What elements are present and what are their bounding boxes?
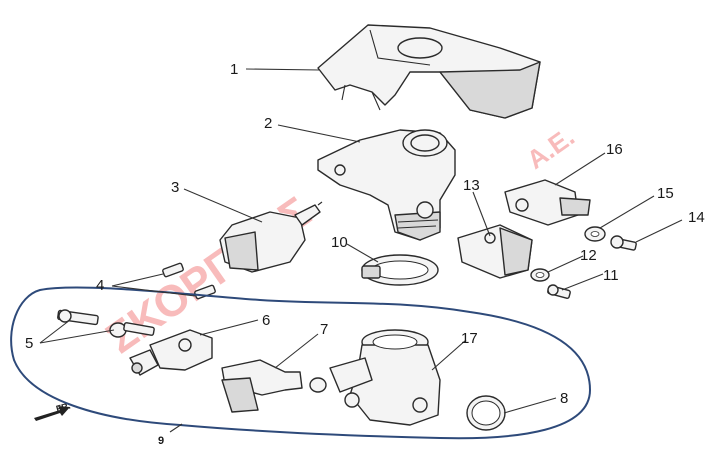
callout-numbers: 1 2 3 4 5 6 7 8 9 10 11 12 13 14 15 16 1… [25, 61, 705, 447]
part-9-group-outline [10, 286, 592, 440]
watermark-ae: Α.Ε. [521, 121, 580, 175]
callout-15: 15 [657, 185, 674, 202]
part-5-screw-washer [57, 309, 155, 338]
callout-16: 16 [606, 141, 623, 158]
callout-7: 7 [320, 321, 328, 338]
callout-6: 6 [262, 312, 270, 329]
callout-14: 14 [688, 209, 705, 226]
part-15-washer [584, 226, 606, 242]
part-13-sensor [457, 224, 533, 279]
part-3-idle-valve [219, 201, 323, 273]
callout-13: 13 [463, 177, 480, 194]
callout-11: 11 [603, 267, 619, 284]
callout-2: 2 [264, 115, 272, 132]
part-8-o-ring [466, 395, 506, 431]
part-17-intake-manifold [329, 329, 441, 426]
part-6-sensor [129, 329, 213, 376]
callout-4: 4 [96, 277, 104, 294]
part-11-bolt [547, 284, 571, 299]
callout-10: 10 [331, 234, 348, 251]
part-1-cover [317, 24, 541, 119]
leader-lines [39, 68, 683, 433]
callout-17: 17 [461, 330, 478, 347]
part-14-bolt [610, 235, 637, 251]
part-7-injector [221, 359, 327, 413]
front-direction-arrow: FR. [34, 401, 72, 421]
callout-5: 5 [25, 335, 33, 352]
callout-3: 3 [171, 179, 179, 196]
callout-9: 9 [158, 435, 164, 447]
callout-12: 12 [580, 247, 597, 264]
part-12-washer [530, 268, 550, 282]
callout-1: 1 [230, 61, 238, 78]
part-16-tps [504, 179, 591, 226]
part-10-clamp [361, 254, 439, 286]
callout-8: 8 [560, 390, 568, 407]
direction-label: FR. [55, 401, 72, 414]
part-2-throttle-body [317, 129, 456, 241]
